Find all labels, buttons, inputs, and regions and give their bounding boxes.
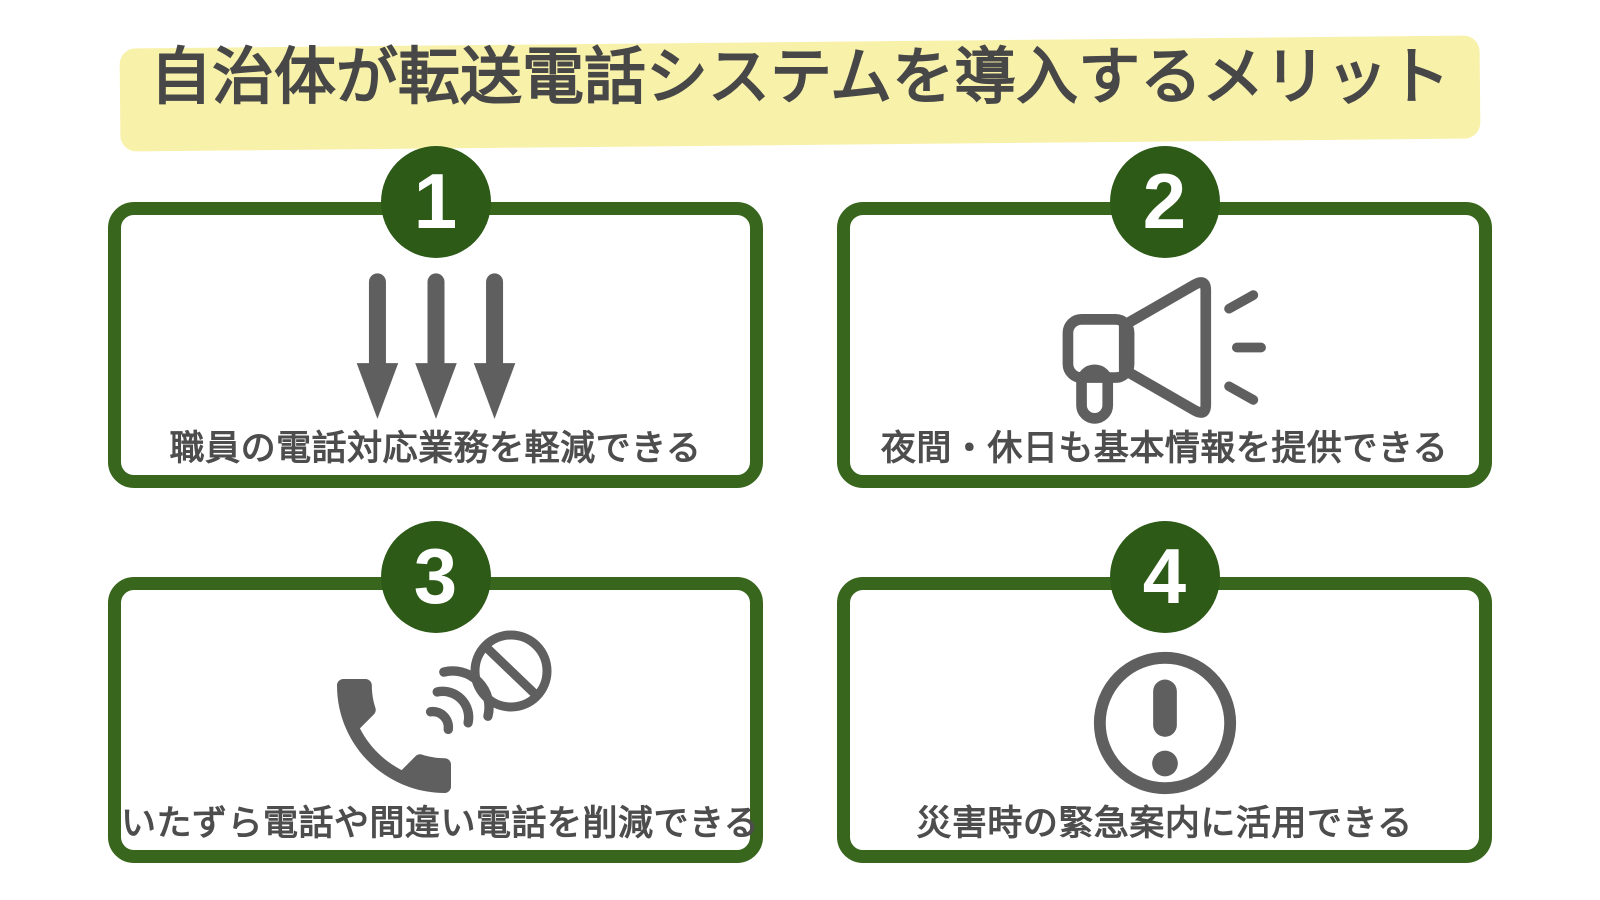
card-4-icon-wrap — [850, 640, 1479, 805]
card-3-icon-wrap — [121, 630, 750, 805]
card-2-icon-wrap — [850, 265, 1479, 430]
megaphone-icon — [1062, 277, 1266, 424]
benefit-card-4: 4 災害時の緊急案内に活用できる — [837, 521, 1492, 863]
number-badge-3: 3 — [380, 521, 491, 633]
benefit-card-1: 1 職員の電話対応業務を軽減できる — [108, 146, 763, 488]
title-highlight: 自治体が転送電話システムを導入するメリット — [119, 35, 1481, 152]
page-title: 自治体が転送電話システムを導入するメリット — [149, 43, 1451, 113]
page-title-wrap: 自治体が転送電話システムを導入するメリット — [0, 35, 1600, 152]
card-2-caption: 夜間・休日も基本情報を提供できる — [880, 429, 1449, 468]
card-3-caption: いたずら電話や間違い電話を削減できる — [121, 804, 760, 843]
phone-handset-icon — [336, 679, 451, 793]
phone-block-icon — [316, 630, 556, 815]
number-badge-1: 1 — [380, 146, 491, 258]
number-badge-4: 4 — [1109, 521, 1220, 633]
benefit-card-2: 2 夜間・休日も基本情報を提供できる — [837, 146, 1492, 488]
card-1-caption: 職員の電話対応業務を軽減できる — [169, 429, 702, 468]
prohibition-icon — [470, 630, 551, 712]
card-4-caption: 災害時の緊急案内に活用できる — [916, 804, 1413, 843]
alert-exclamation-icon — [1093, 651, 1236, 794]
benefit-card-3: 3 いたずら電話や間違い電話を削減できる — [108, 521, 763, 863]
triple-down-arrows-icon — [356, 272, 515, 419]
number-badge-2: 2 — [1109, 146, 1220, 258]
card-1-icon-wrap — [121, 265, 750, 430]
